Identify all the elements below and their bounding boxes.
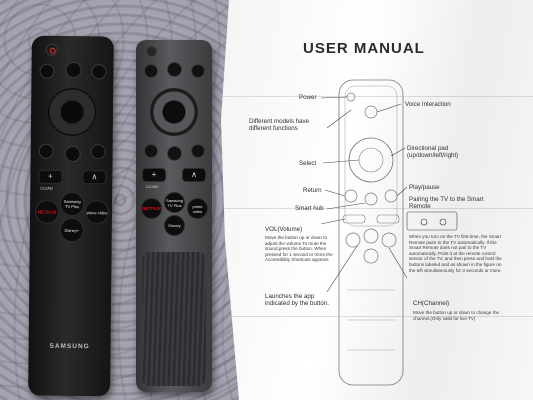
label-vol-title: VOL(Volume) [265,226,303,233]
netflix-button: NETFLIX [34,199,60,224]
disney-button: Disney [164,215,185,236]
user-manual-sheet: USER MANUAL [221,0,533,400]
directional-ring [150,88,198,136]
cc-ad-label: CC/AD [146,184,159,189]
return-button [144,144,158,158]
label-smart-hub: Smart hub [295,205,324,212]
number-button [144,64,158,78]
channel-rocker: ∧ [182,168,206,182]
remote-control-black: + ∧ CC/AD NETFLIX Samsung TV Plus prime … [28,35,114,397]
disney-button: Disney+ [59,217,84,243]
return-button [38,143,54,159]
mic-icon [65,61,82,79]
samsung-tv-plus-button: Samsung TV Plus [60,191,85,217]
prime-video-button: prime video [84,200,110,225]
samsung-tv-plus-button: Samsung TV Plus [164,192,185,213]
ribbed-grip [142,252,206,386]
samsung-logo: SAMSUNG [49,342,90,351]
paper-fold [221,316,533,317]
paper-fold [221,96,533,97]
volume-rocker: + [142,168,166,182]
number-button [39,63,55,79]
label-voice-interaction: Voice Interaction [405,101,451,108]
label-play-pause: Play/pause [409,184,440,191]
home-button [64,145,81,163]
ambient-button [91,64,107,80]
vol-description: Move the button up or down to adjust the… [265,235,333,263]
power-button [146,46,157,57]
paper-fold [221,208,533,209]
label-power: Power [299,94,317,101]
label-return: Return [303,187,322,194]
label-select: Select [299,160,317,167]
directional-ring [47,87,97,137]
play-pause-button [191,144,205,158]
power-button [45,43,58,56]
channel-rocker: ∧ [82,170,107,185]
manual-title: USER MANUAL [303,40,425,57]
label-directional-pad: Directional pad (up/down/left/right) [407,145,459,159]
home-button [167,146,182,161]
label-ch-title: CH(Channel) [413,300,450,307]
remote-control-grey: + ∧ CC/AD NETFLIX Samsung TV Plus prime … [136,40,212,392]
netflix-button: NETFLIX [141,198,162,219]
play-pause-button [90,144,106,160]
label-pairing: Pairing the TV to the Smart Remote [409,196,484,210]
prime-video-button: prime video [187,198,208,219]
label-different-models: Different models have different function… [249,118,310,132]
volume-rocker: + [38,169,63,184]
pairing-description: When you turn on the TV first time, the … [409,234,502,273]
ch-description: Move the button up or down to change the… [413,310,500,321]
label-launches-app: Launches the app indicated by the button… [265,293,329,307]
mic-icon [167,62,182,77]
ambient-button [191,64,205,78]
remote-diagram [320,79,458,386]
cc-ad-label: CC/AD [40,185,53,191]
